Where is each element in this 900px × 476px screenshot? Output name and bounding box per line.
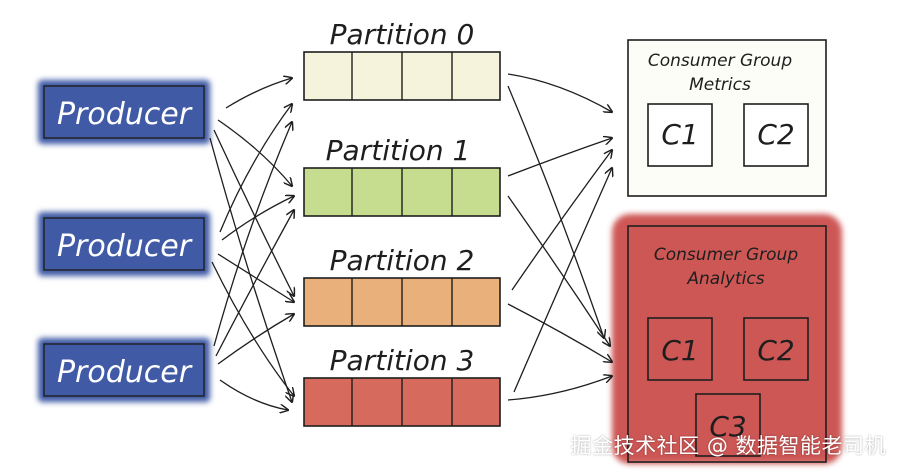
partition-2-label: Partition 2 <box>330 244 475 277</box>
watermark-text: 掘金技术社区 @ 数据智能老司机 <box>570 434 886 458</box>
arrow-part2-metrics <box>511 150 612 291</box>
partition-3: Partition 3 <box>303 344 501 427</box>
arrow-p3-part1 <box>215 210 294 357</box>
arrow-part1-metrics <box>507 138 612 177</box>
arrow-p3-part0 <box>213 122 292 347</box>
producer-3: Producer <box>38 338 210 402</box>
partition-2-segments <box>351 278 453 326</box>
arrow-p1-part0 <box>225 78 292 109</box>
consumer-group-metrics-name: Metrics <box>689 75 751 95</box>
arrow-p1-part2 <box>213 129 294 296</box>
analytics-consumer-c2-box <box>743 317 809 381</box>
metrics-consumer-c2-box <box>743 103 809 167</box>
partition-0: Partition 0 <box>303 18 501 101</box>
partition-to-consumer-arrows <box>507 73 612 401</box>
producer-2-wash <box>38 212 210 276</box>
producer-1-wash <box>38 80 210 144</box>
arrow-p1-part3 <box>209 137 292 402</box>
arrow-p3-part2 <box>217 314 294 365</box>
arrow-p2-part1 <box>221 196 294 241</box>
arrow-part3-analytics <box>507 376 612 401</box>
arrow-p1-part1 <box>217 119 292 186</box>
producer-1: Producer <box>38 80 210 144</box>
partition-3-segments <box>351 378 453 426</box>
arrow-p2-part2 <box>217 253 294 302</box>
producer-3-box <box>43 343 205 397</box>
partition-0-segments <box>351 52 453 100</box>
analytics-consumer-c1-box <box>647 317 713 381</box>
consumer-group-analytics-title: Consumer Group <box>654 245 798 265</box>
arrow-part3-metrics <box>513 168 612 393</box>
partition-1: Partition 1 <box>303 134 501 217</box>
partition-1-segments <box>351 168 453 216</box>
partition-3-label: Partition 3 <box>330 344 475 377</box>
consumer-group-analytics: Consumer Group Analytics C1 C2 C3 <box>612 214 842 464</box>
consumer-group-analytics-box <box>627 225 827 463</box>
producer-3-label: Producer <box>57 355 193 390</box>
metrics-consumer-c1-box <box>647 103 713 167</box>
consumer-group-analytics-name: Analytics <box>686 269 764 289</box>
consumer-group-metrics-title: Consumer Group <box>648 51 792 71</box>
partition-2: Partition 2 <box>303 244 501 327</box>
analytics-consumer-c3-label: C3 <box>709 410 746 443</box>
analytics-consumer-c2-label: C2 <box>757 334 794 367</box>
producer-2-box <box>43 217 205 271</box>
arrow-part0-analytics <box>507 85 604 338</box>
analytics-consumer-c3-box <box>695 393 761 457</box>
partition-0-label: Partition 0 <box>330 18 475 51</box>
arrow-p3-part3 <box>219 379 288 410</box>
arrow-part1-analytics <box>507 195 610 346</box>
arrow-part2-analytics <box>507 303 612 362</box>
consumer-group-metrics: Consumer Group Metrics C1 C2 <box>627 39 827 197</box>
producer-3-wash <box>38 338 210 402</box>
arrow-p2-part0 <box>219 104 292 233</box>
partition-1-label: Partition 1 <box>326 134 471 167</box>
metrics-consumer-c2-label: C2 <box>757 118 794 151</box>
arrow-part0-metrics <box>507 73 612 112</box>
producer-2: Producer <box>38 212 210 276</box>
producer-1-label: Producer <box>57 97 193 132</box>
producer-1-box <box>43 85 205 139</box>
arrow-p2-part3 <box>211 261 294 396</box>
metrics-consumer-c1-label: C1 <box>661 118 698 151</box>
consumer-group-analytics-wash <box>612 214 842 464</box>
producer-to-partition-arrows <box>209 78 294 410</box>
producer-2-label: Producer <box>57 229 193 264</box>
analytics-consumer-c1-label: C1 <box>661 334 698 367</box>
